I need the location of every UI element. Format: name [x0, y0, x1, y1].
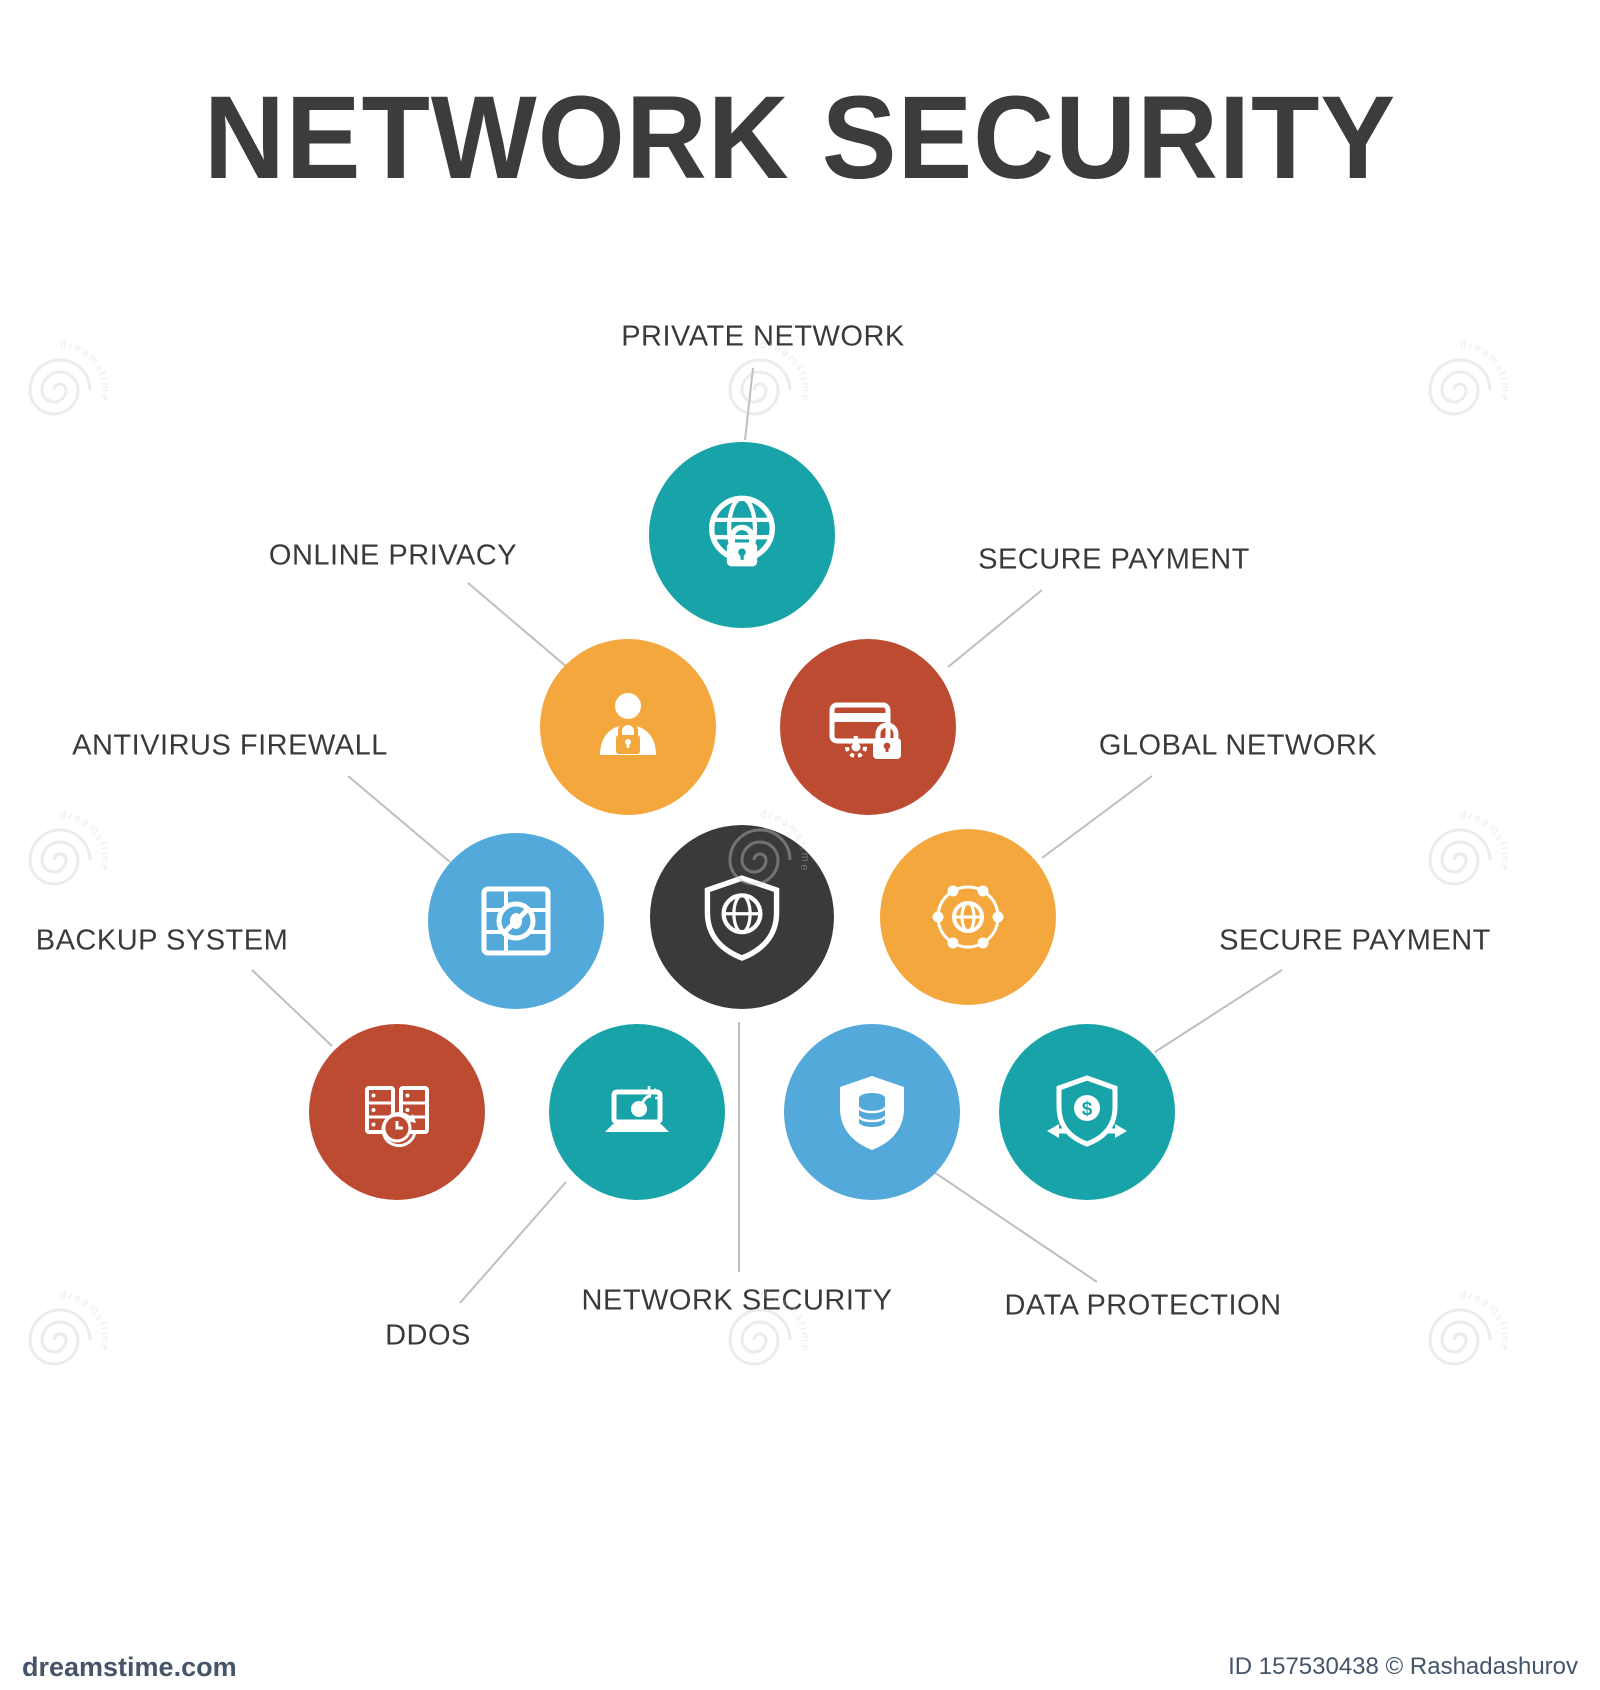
- label-online-privacy: ONLINE PRIVACY: [268, 539, 518, 572]
- svg-text:dreamstime: dreamstime: [1460, 809, 1512, 874]
- shield-globe-icon: [704, 875, 780, 961]
- svg-text:dreamstime: dreamstime: [1460, 1289, 1512, 1354]
- footer-credit-text: ID 157530438 © Rashadashurov: [1228, 1653, 1578, 1680]
- label-private-network: PRIVATE NETWORK: [621, 320, 905, 353]
- connector-line: [1154, 969, 1283, 1053]
- svg-text:dreamstime: dreamstime: [60, 809, 112, 874]
- node-private-network: [649, 442, 835, 628]
- label-backup-system: BACKUP SYSTEM: [35, 924, 289, 957]
- globe-lock-icon: [709, 495, 775, 567]
- label-antivirus-firewall: ANTIVIRUS FIREWALL: [72, 729, 388, 762]
- connector-line: [467, 582, 569, 669]
- label-secure-payment-right: SECURE PAYMENT: [1219, 924, 1491, 957]
- node-backup-system: [309, 1024, 485, 1200]
- watermark-spiral: dreamstime: [1428, 809, 1512, 886]
- node-antivirus-firewall: [428, 833, 604, 1009]
- laptop-bomb-icon: [605, 1086, 669, 1132]
- node-ddos: [549, 1024, 725, 1200]
- svg-text:dreamstime: dreamstime: [60, 339, 112, 404]
- svg-text:dreamstime: dreamstime: [60, 1289, 112, 1354]
- node-network-security: [650, 825, 834, 1009]
- user-lock-icon: [600, 693, 656, 755]
- watermark-spiral: dreamstime: [28, 339, 112, 416]
- label-secure-payment-top: SECURE PAYMENT: [978, 543, 1250, 576]
- card-lock-icon: [829, 702, 901, 759]
- shield-database-icon: [840, 1076, 904, 1150]
- node-global-network: [880, 829, 1056, 1005]
- label-global-network: GLOBAL NETWORK: [1098, 729, 1378, 762]
- node-online-privacy: [540, 639, 716, 815]
- firewall-no-virus-icon: [481, 886, 551, 956]
- globe-network-icon: [932, 885, 1004, 949]
- svg-text:$: $: [1082, 1099, 1093, 1120]
- connector-line: [347, 775, 451, 863]
- connector-line: [459, 1181, 567, 1304]
- connector-line: [744, 367, 754, 441]
- page-title: NETWORK SECURITY: [203, 72, 1397, 204]
- connector-line: [1041, 775, 1153, 859]
- watermark-spiral: dreamstime: [28, 1289, 112, 1366]
- label-ddos: DDOS: [385, 1319, 471, 1352]
- watermark-spiral: dreamstime: [1428, 1289, 1512, 1366]
- label-network-security: NETWORK SECURITY: [581, 1284, 893, 1317]
- connector-line: [947, 589, 1043, 668]
- shield-dollar-icon: $: [1047, 1075, 1127, 1147]
- footer-site-text: dreamstime.com: [22, 1651, 237, 1682]
- watermark-footer: dreamstime.com ID 157530438 © Rashadashu…: [0, 1644, 1600, 1690]
- node-data-protection: [784, 1024, 960, 1200]
- node-secure-payment-top: [780, 639, 956, 815]
- connector-line: [251, 969, 333, 1047]
- watermark-spiral: dreamstime: [1428, 339, 1512, 416]
- server-restore-icon: [365, 1086, 429, 1148]
- label-data-protection: DATA PROTECTION: [1004, 1289, 1282, 1322]
- node-secure-payment-right: $: [999, 1024, 1175, 1200]
- svg-text:dreamstime: dreamstime: [1460, 339, 1512, 404]
- watermark-spiral: dreamstime: [28, 809, 112, 886]
